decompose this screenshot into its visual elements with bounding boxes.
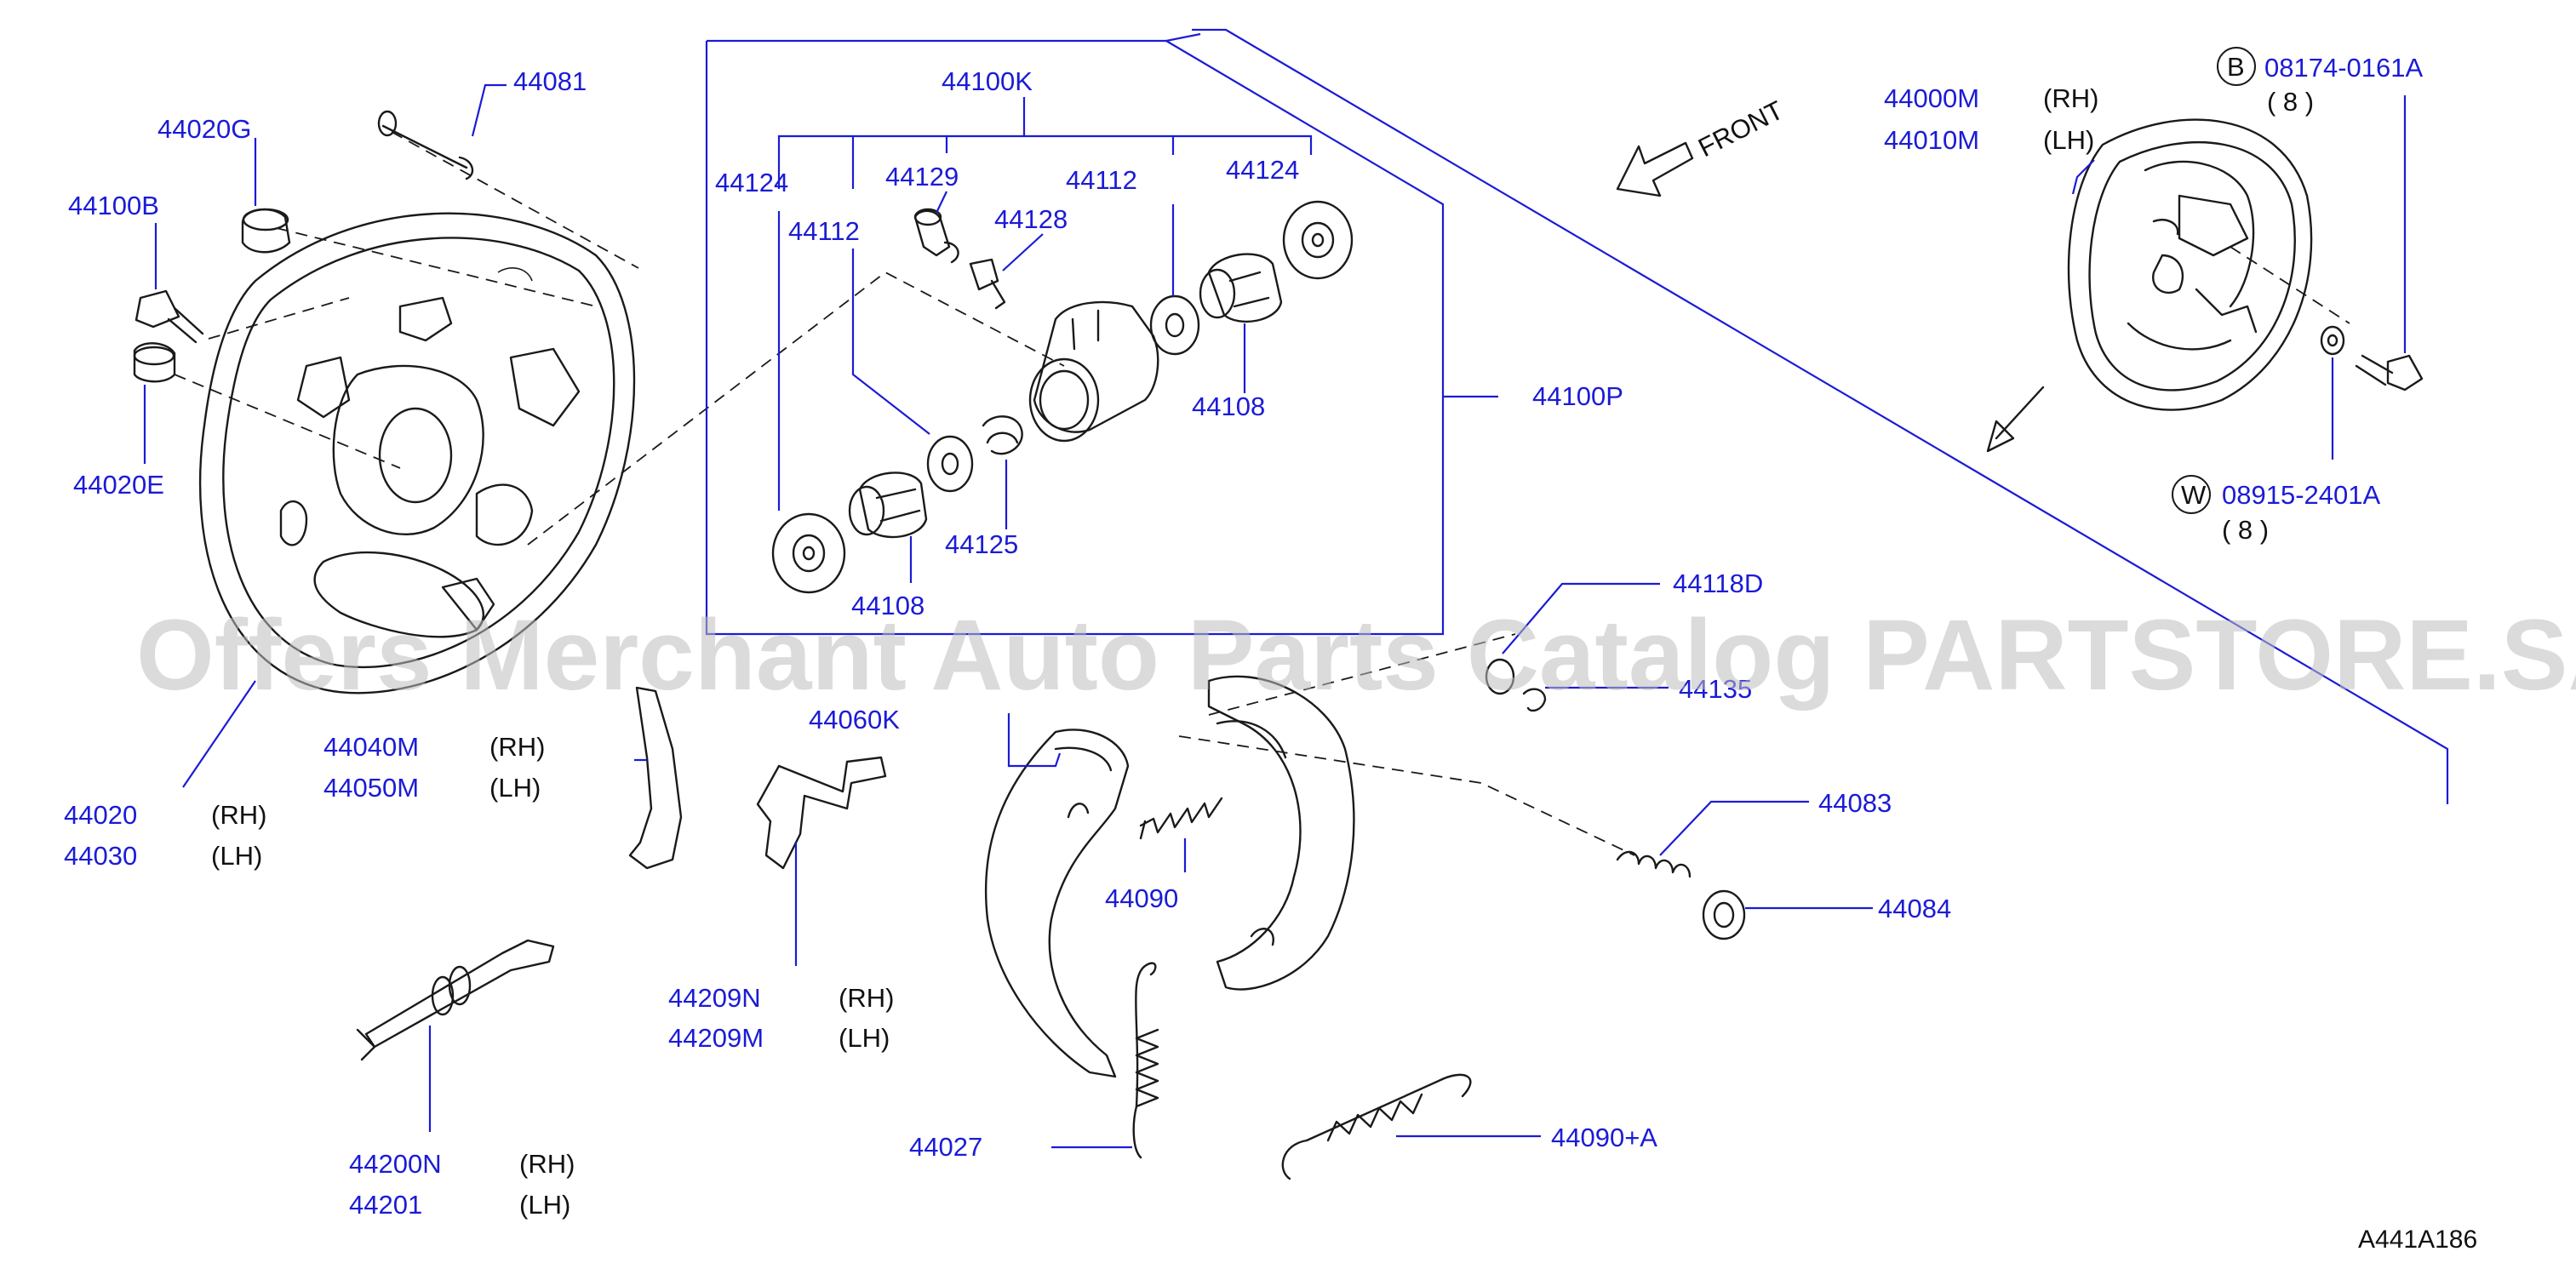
spring-44027-drawing [1132, 962, 1159, 1159]
label-44209N: 44209N [668, 983, 761, 1013]
clip-44135-drawing [1522, 688, 1547, 712]
cup-44112-right-drawing [1149, 294, 1200, 356]
lever-44040M-drawing [628, 686, 683, 870]
figure-reference: A441A186 [2358, 1226, 2477, 1254]
label-44090: 44090 [1105, 883, 1178, 913]
label-44020G: 44020G [157, 114, 251, 144]
spring-44125-drawing [982, 415, 1023, 455]
label-44124-left: 44124 [715, 168, 788, 197]
label-44084: 44084 [1878, 894, 1951, 923]
label-44010M-side: (LH) [2043, 125, 2094, 155]
label-44050M-side: (LH) [489, 773, 541, 803]
label-44201-side: (LH) [519, 1190, 570, 1220]
label-44209M-side: (LH) [839, 1023, 890, 1053]
grommet-44020E-drawing [133, 342, 176, 383]
label-44128: 44128 [994, 204, 1068, 234]
front-arrow-icon [1616, 141, 1694, 197]
plug-44020G-drawing [241, 208, 291, 254]
wheel-cylinder-body-drawing [1028, 300, 1159, 443]
pin-44081-drawing [377, 110, 474, 180]
label-44100K: 44100K [942, 66, 1033, 96]
cup-44112-left-drawing [926, 435, 974, 493]
label-44129: 44129 [885, 162, 959, 191]
label-44020-side: (RH) [211, 800, 266, 830]
bolt-symbol: B [2227, 52, 2245, 82]
spring-44090A-drawing [1281, 1073, 1472, 1180]
label-44201: 44201 [349, 1190, 422, 1220]
label-44050M: 44050M [323, 773, 419, 803]
label-44135: 44135 [1679, 674, 1752, 704]
bleeder-cap-44129-drawing [913, 208, 959, 264]
label-44200N-side: (RH) [519, 1149, 575, 1179]
bolt-08174-drawing [2355, 354, 2424, 391]
label-44030: 44030 [64, 841, 137, 871]
label-44125: 44125 [945, 529, 1018, 559]
label-44020E: 44020E [73, 470, 164, 500]
label-44010M: 44010M [1884, 125, 1979, 155]
label-44200N: 44200N [349, 1149, 442, 1179]
bleeder-screw-44128-drawing [969, 258, 1006, 310]
label-44124-right: 44124 [1226, 155, 1299, 185]
label-44108-left: 44108 [851, 591, 924, 620]
brake-shoe-44060K-rear-drawing [1207, 675, 1355, 991]
label-44040M: 44040M [323, 732, 419, 762]
label-08915-2401A: 08915-2401A [2222, 480, 2380, 510]
strut-44209N-drawing [756, 756, 887, 870]
washer-symbol: W [2181, 480, 2207, 510]
label-44100P: 44100P [1532, 381, 1623, 411]
label-44209N-side: (RH) [839, 983, 894, 1013]
label-44118D: 44118D [1673, 569, 1763, 598]
label-08174-0161A: 08174-0161A [2264, 53, 2423, 83]
front-label: FRONT [1693, 95, 1788, 163]
piston-44108-left-drawing [848, 471, 928, 539]
label-44090A: 44090+A [1551, 1123, 1657, 1152]
piston-44108-right-drawing [1199, 253, 1283, 323]
brake-assembly-drawing [2067, 118, 2313, 411]
retainer-44118D-drawing [1485, 658, 1515, 695]
backing-plate-drawing [198, 212, 636, 694]
spring-44083-drawing [1616, 850, 1692, 878]
bolt-44100B-drawing [135, 289, 204, 344]
watermark: Offers Merchant Auto Parts Catalog PARTS… [136, 599, 2576, 712]
label-44000M: 44000M [1884, 83, 1979, 113]
label-44100B: 44100B [68, 191, 159, 220]
brake-shoe-44060K-front-drawing [984, 729, 1130, 1078]
label-44081: 44081 [513, 66, 587, 96]
boot-44124-right-drawing [1282, 200, 1354, 280]
brake-assembly-arrow-icon [1986, 386, 2045, 453]
bolt-qty: ( 8 ) [2267, 87, 2314, 117]
label-44030-side: (LH) [211, 841, 262, 871]
label-44040M-side: (RH) [489, 732, 545, 762]
washer-44084-drawing [1702, 889, 1746, 940]
label-44112-right: 44112 [1066, 165, 1137, 195]
label-44000M-side: (RH) [2043, 83, 2098, 113]
label-44112-left: 44112 [788, 216, 860, 246]
washer-qty: ( 8 ) [2222, 515, 2269, 545]
spring-44090-drawing [1139, 797, 1223, 840]
label-44060K: 44060K [809, 705, 900, 734]
adjuster-44200N-drawing [356, 939, 555, 1061]
label-44020: 44020 [64, 800, 137, 830]
label-44209M: 44209M [668, 1023, 764, 1053]
label-44108-right: 44108 [1192, 391, 1265, 421]
washer-08915-drawing [2320, 325, 2345, 356]
boot-44124-left-drawing [771, 512, 846, 594]
label-44083: 44083 [1818, 788, 1892, 818]
label-44027: 44027 [909, 1132, 982, 1162]
